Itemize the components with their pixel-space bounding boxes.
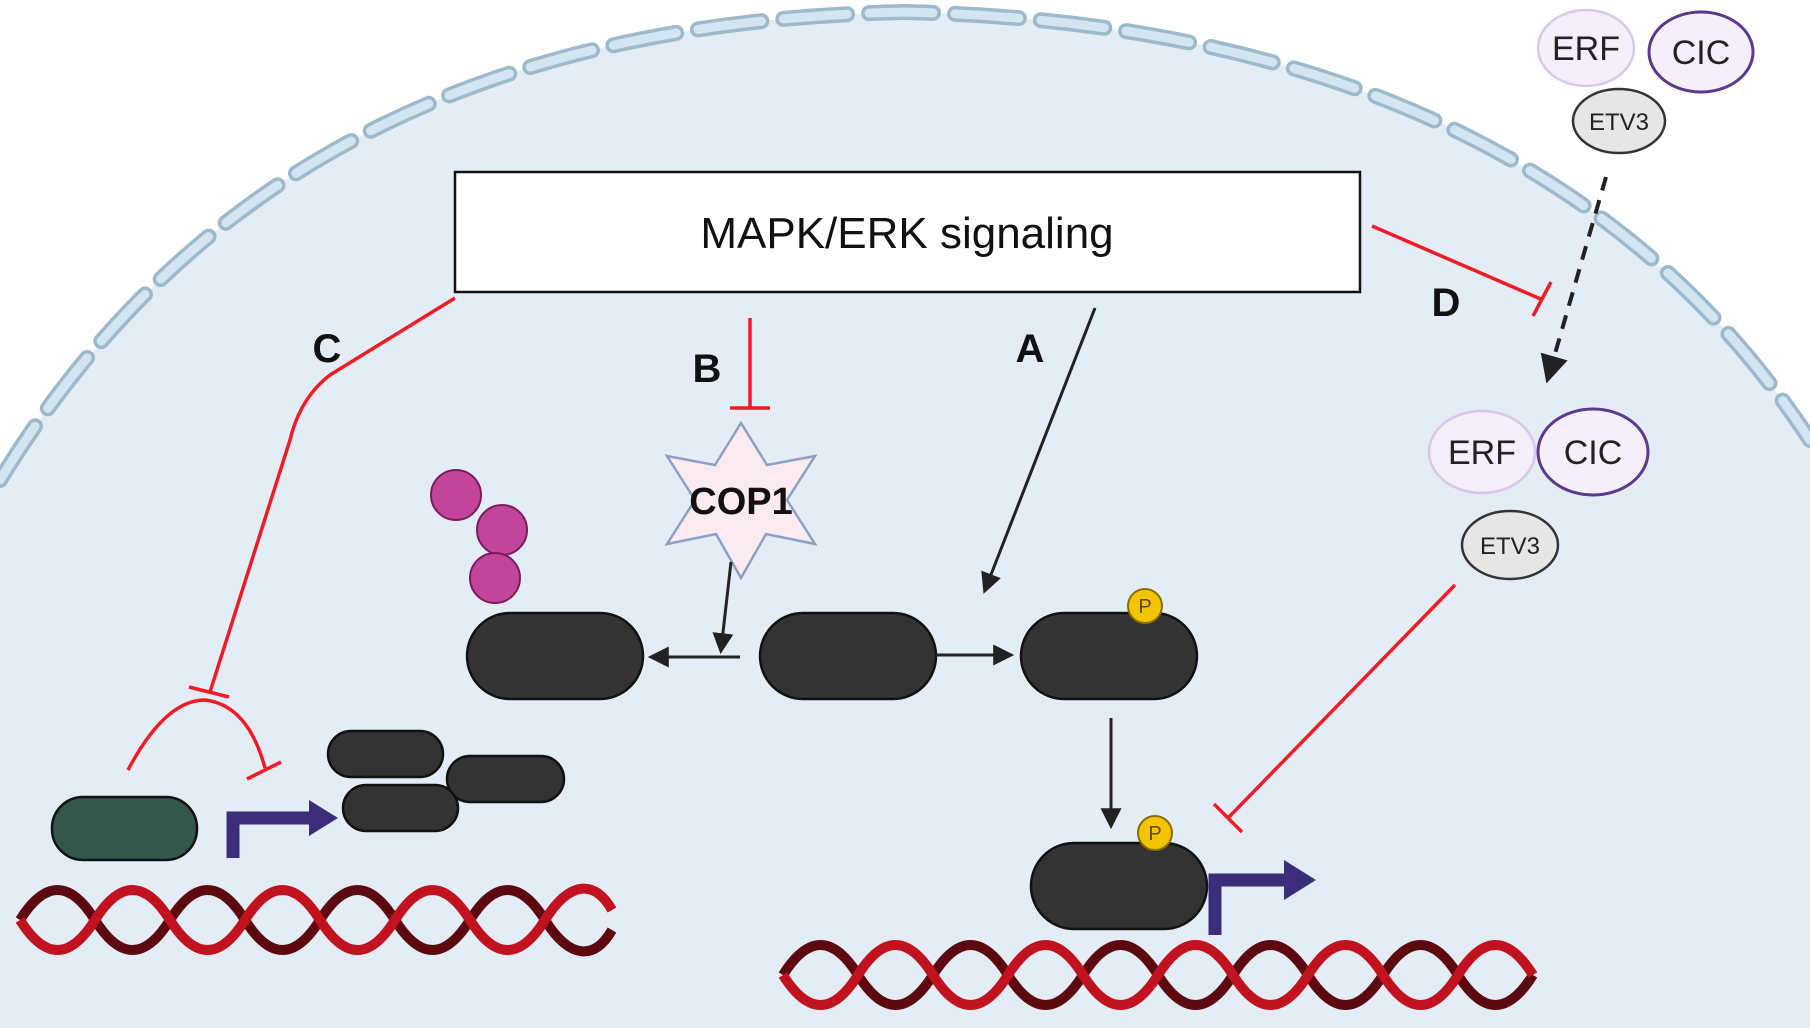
inhibition-c-line	[208, 296, 456, 693]
translocation-arrow-d	[1540, 176, 1608, 384]
inhibition-c-arc-bar	[246, 760, 282, 781]
protein-phosphorylated	[1019, 611, 1199, 701]
pathway-label-b: B	[693, 347, 722, 391]
phosphate-2-label: P	[1148, 823, 1161, 845]
pathway-label-a: A	[1016, 327, 1045, 371]
etv3-nucleus	[1460, 509, 1560, 581]
protein-central	[758, 611, 938, 701]
erf-nucleus	[1427, 409, 1537, 495]
pathway-label-d: D	[1432, 281, 1461, 325]
erf-cytoplasm	[1536, 8, 1636, 88]
cic-cytoplasm-label: CIC	[1672, 34, 1731, 72]
cic-nucleus	[1536, 407, 1650, 497]
inhibition-repressors-bar	[1212, 802, 1244, 834]
inhibition-b	[730, 318, 770, 410]
arrow-a-activation	[981, 307, 1097, 594]
signaling-box-label: MAPK/ERK signaling	[700, 209, 1113, 258]
inhibition-d-bar	[1531, 281, 1553, 317]
inhibition-c-arc	[126, 698, 267, 771]
dna-right	[778, 940, 1538, 1010]
promoter-arrow-right-head	[1284, 860, 1316, 900]
promoter-arrow-left	[226, 811, 312, 858]
mapk-erk-signaling-box: MAPK/ERK signaling	[453, 170, 1362, 294]
phosphate-2: P	[1137, 815, 1173, 851]
gene-products	[326, 729, 566, 833]
phosphate-1-label: P	[1138, 596, 1151, 618]
protein-dna-bound	[1029, 841, 1209, 931]
arrow-cop1-to-degradation	[712, 561, 734, 655]
ubiquitin-chain	[430, 469, 528, 604]
inhibition-repressors-to-gene	[1226, 583, 1457, 820]
etv3-nucleus-label: ETV3	[1480, 533, 1540, 560]
repressor-protein	[50, 795, 199, 862]
pathway-label-c: C	[313, 327, 342, 371]
erf-cytoplasm-label: ERF	[1552, 30, 1620, 68]
protein-degraded	[465, 611, 645, 701]
inhibition-d-line	[1371, 224, 1544, 302]
erf-nucleus-label: ERF	[1448, 434, 1516, 472]
repressors-nucleus: ERF CIC ETV3	[1427, 407, 1650, 581]
dna-left	[15, 883, 617, 957]
phosphate-1: P	[1127, 588, 1163, 624]
cop1-label: COP1	[689, 481, 792, 523]
inhibition-c-bar	[188, 685, 230, 699]
cic-cytoplasm	[1647, 10, 1755, 94]
promoter-arrow-right	[1208, 873, 1287, 935]
nuclear-envelope-inner	[0, 7, 1810, 485]
etv3-cytoplasm	[1571, 87, 1667, 155]
cic-nucleus-label: CIC	[1564, 434, 1623, 472]
repressors-cytoplasm: ERF CIC ETV3	[1536, 8, 1755, 155]
promoter-arrow-left-head	[309, 800, 338, 836]
etv3-cytoplasm-label: ETV3	[1589, 109, 1649, 136]
cop1-star: COP1	[664, 420, 818, 581]
